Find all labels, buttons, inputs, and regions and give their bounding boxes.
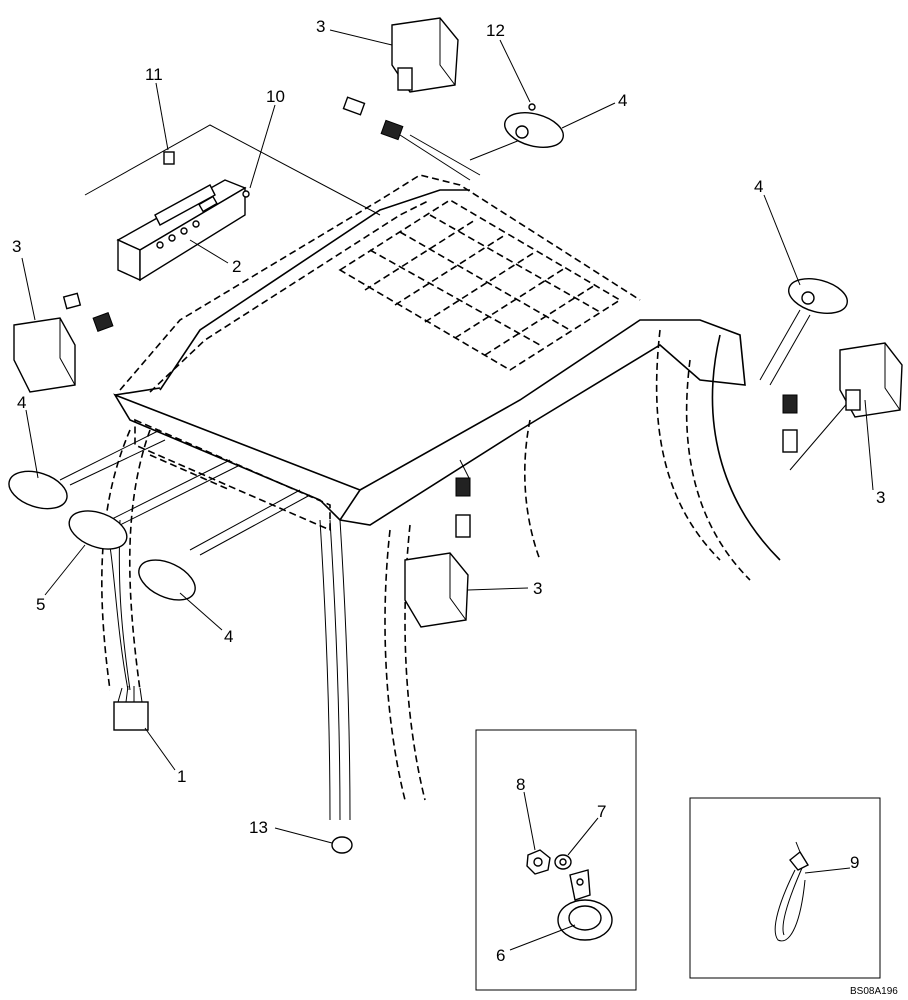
callout-3-rear-left: 3 (12, 237, 21, 256)
callout-5: 5 (36, 595, 45, 614)
part-11-clip (163, 151, 175, 165)
cab-roof-frame (101, 174, 781, 801)
detail-box-clamp (475, 729, 637, 991)
callout-1: 1 (177, 767, 186, 786)
callout-13: 13 (249, 818, 268, 837)
part-3-work-lamp-rear-left (13, 292, 114, 393)
part-4-marker-lamp-left (8, 470, 68, 510)
roof-grid (338, 199, 622, 371)
part-3-work-lamp-right (782, 342, 903, 453)
callout-9: 9 (850, 853, 859, 872)
callout-7: 7 (597, 802, 606, 821)
callout-4-right: 4 (754, 177, 763, 196)
part-13-plug (331, 836, 353, 854)
callout-3-right: 3 (876, 488, 885, 507)
part-3-work-lamp-front-top (342, 17, 459, 141)
callout-4-bottom: 4 (224, 627, 233, 646)
callout-labels: 1 2 3 3 3 3 4 4 4 4 5 6 7 8 9 10 11 12 1… (12, 17, 885, 965)
callout-2: 2 (232, 257, 241, 276)
callout-3-bottom: 3 (533, 579, 542, 598)
part-5-lamp (68, 510, 128, 550)
callout-11: 11 (145, 65, 163, 84)
wire-harness (59, 124, 851, 821)
leader-lines (21, 29, 874, 951)
callout-3-top: 3 (316, 17, 325, 36)
callout-8: 8 (516, 775, 525, 794)
callout-4-top: 4 (618, 91, 627, 110)
part-10-screw (242, 190, 250, 198)
callout-6: 6 (496, 946, 505, 965)
part-12-screw (528, 103, 536, 111)
part-4-marker-lamp-bottom (138, 559, 196, 601)
callout-4-left: 4 (17, 393, 26, 412)
part-4-marker-lamp-top (504, 112, 564, 148)
callout-10: 10 (266, 87, 285, 106)
part-1-connector (113, 685, 149, 731)
callout-12: 12 (486, 21, 505, 40)
part-2-switch-panel (116, 179, 247, 282)
detail-box-cable-tie (689, 797, 881, 979)
drawing-code: BS08A196 (850, 986, 898, 997)
part-3-work-lamp-front-bottom (404, 477, 471, 628)
part-4-marker-lamp-right (788, 278, 848, 314)
